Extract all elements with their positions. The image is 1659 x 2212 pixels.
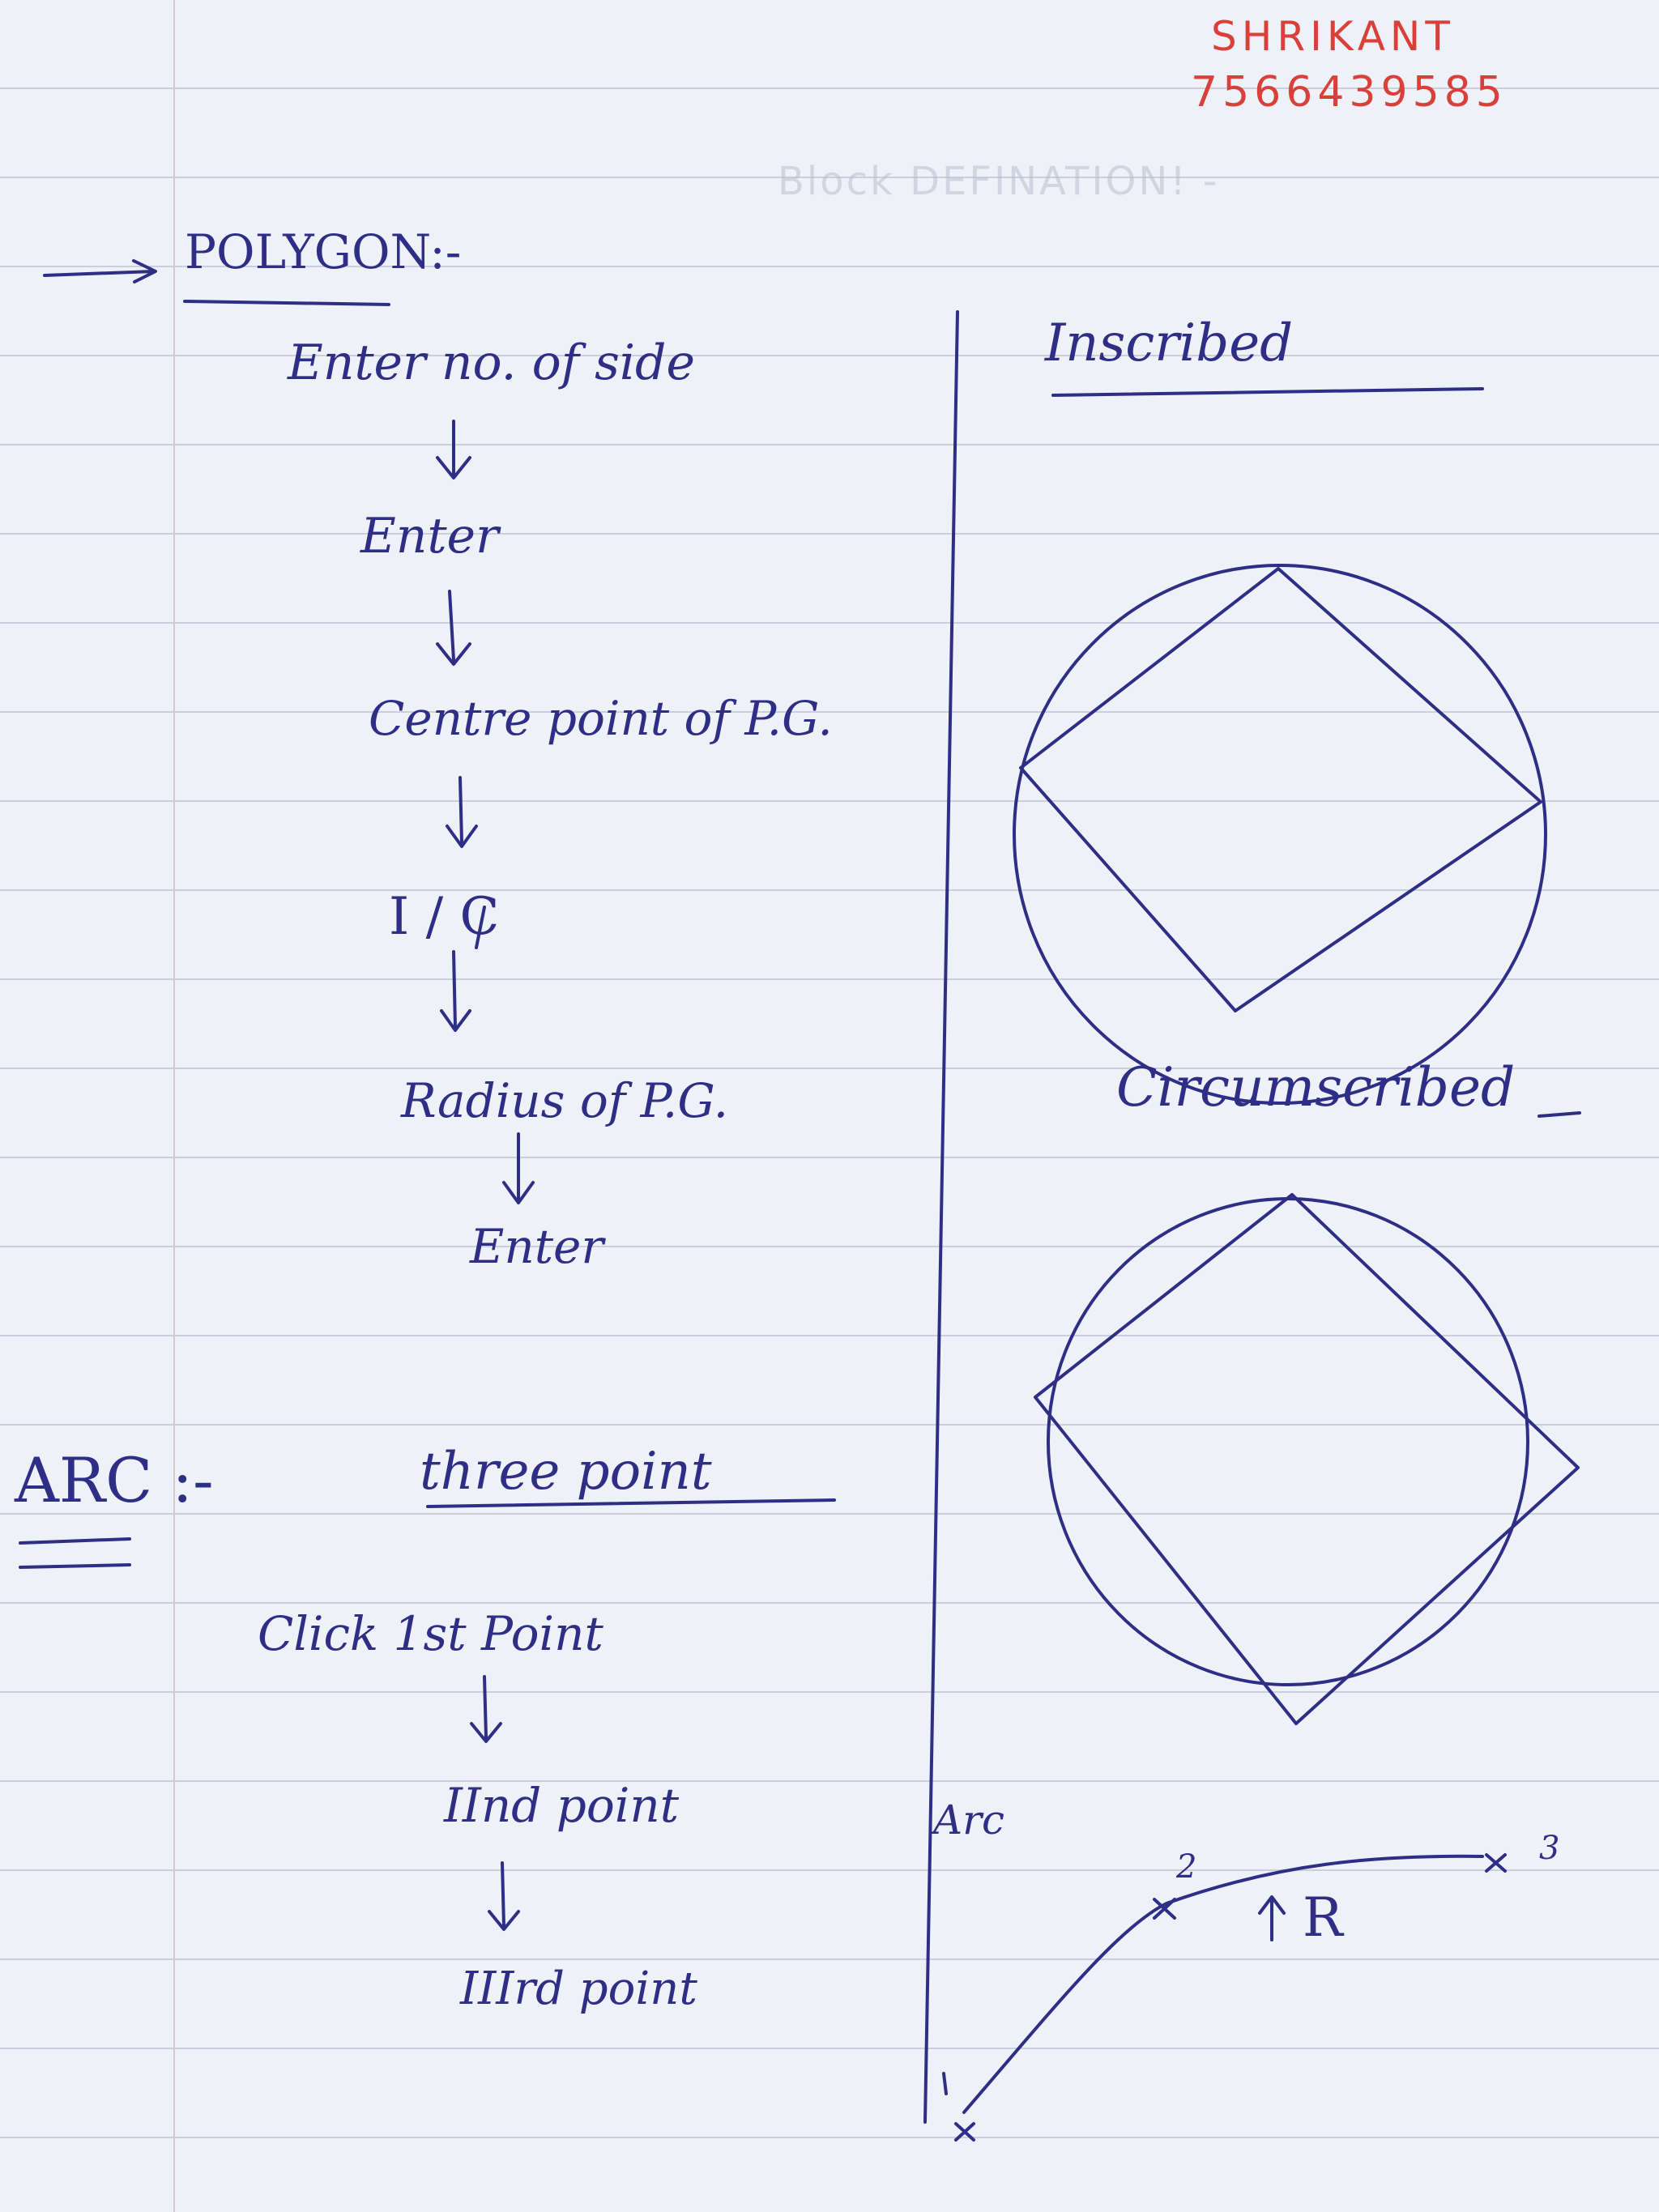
polygon-step-2: Enter <box>360 508 499 565</box>
arc-curve <box>962 1854 1484 2114</box>
arc-step-1: Click 1st Point <box>258 1606 603 1661</box>
arrow-down-icon <box>436 420 471 479</box>
polygon-step-5: Radius of P.G. <box>401 1073 729 1128</box>
slash-mark <box>475 906 486 949</box>
arrow-down-icon <box>502 1132 535 1204</box>
arc-title: ARC :- <box>15 1444 214 1516</box>
arc-point-1-mark <box>954 2122 975 2142</box>
author-phone: 7566439585 <box>1191 68 1508 117</box>
arc-point-2-label: 2 <box>1176 1848 1197 1886</box>
polygon-underline <box>183 300 390 306</box>
three-point-underline <box>426 1498 836 1508</box>
arrow-down-icon <box>470 1675 502 1743</box>
ghost-block-definition: Block DEFINATION! - <box>778 159 1220 204</box>
inscribed-circle <box>1013 564 1547 1105</box>
circumscribed-underline <box>1537 1111 1581 1118</box>
author-name: SHRIKANT <box>1211 13 1455 60</box>
inscribed-underline <box>1051 387 1484 397</box>
polygon-step-3: Centre point of P.G. <box>369 691 833 746</box>
polygon-arrow-icon <box>43 259 157 283</box>
arc-point-3-mark <box>1485 1853 1507 1873</box>
arrow-down-icon <box>440 950 471 1032</box>
arc-step-3: IIIrd point <box>460 1963 697 2015</box>
arc-point-2-mark <box>1153 1898 1176 1920</box>
arc-radius-label: R <box>1303 1886 1343 1949</box>
arrow-down-icon <box>488 1861 520 1931</box>
column-divider <box>923 310 959 2124</box>
arc-sketch-label: Arc <box>933 1796 1005 1843</box>
arrow-down-icon <box>446 776 478 848</box>
circumscribed-label: Circumscribed <box>1116 1056 1516 1119</box>
arc-point-3-label: 3 <box>1539 1830 1560 1867</box>
circumscribed-polygon <box>1034 1193 1580 1725</box>
circumscribed-circle <box>1047 1197 1529 1686</box>
polygon-title: POLYGON:- <box>185 224 462 279</box>
inscribed-polygon <box>1019 567 1542 1012</box>
arc-step-2: IInd point <box>444 1778 679 1833</box>
arc-title-underline <box>19 1537 131 1569</box>
arrow-down-icon <box>436 590 471 666</box>
arc-radius-arrow-icon <box>1258 1895 1286 1941</box>
polygon-step-1: Enter no. of side <box>288 335 695 391</box>
inscribed-label: Inscribed <box>1045 313 1294 373</box>
polygon-step-6: Enter <box>470 1219 604 1274</box>
arc-start-tick <box>942 2072 948 2095</box>
margin-line <box>173 0 175 2212</box>
arc-subtitle: three point <box>420 1442 712 1502</box>
